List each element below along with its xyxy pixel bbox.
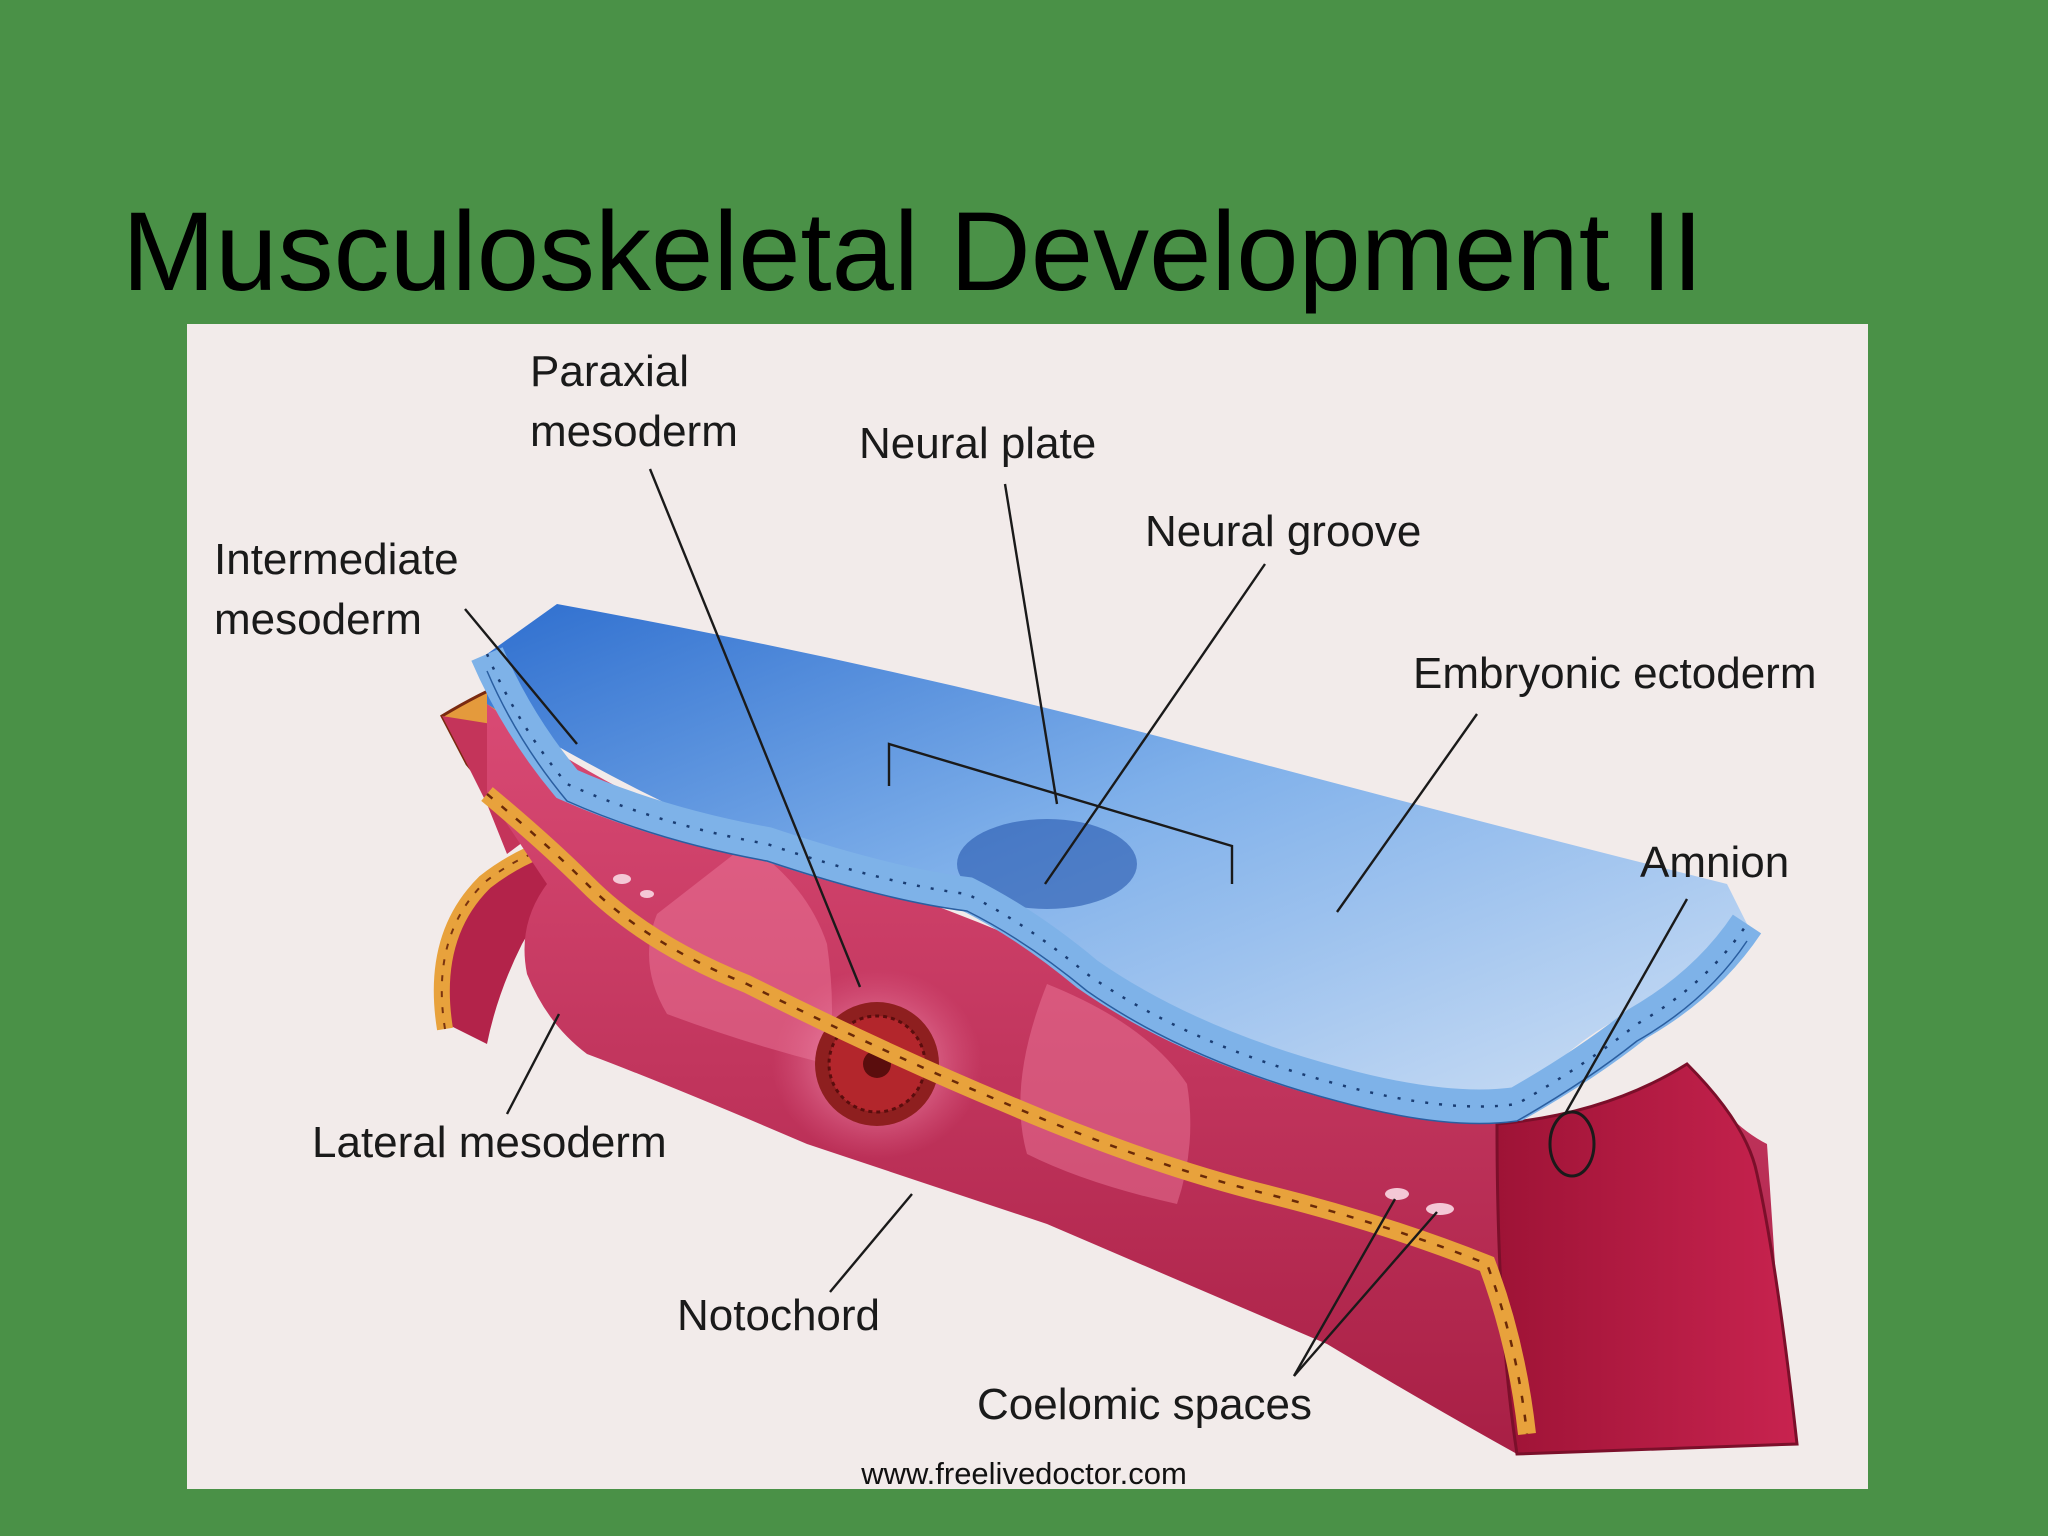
label-paraxial-mesoderm-line2: mesoderm	[530, 407, 738, 456]
label-paraxial-mesoderm-line1: Paraxial	[530, 347, 689, 396]
slide-title: Musculoskeletal Development II	[122, 189, 1704, 314]
embryo-cross-section-figure: Paraxial mesoderm Neural plate Neural gr…	[187, 324, 1868, 1489]
label-lateral-mesoderm: Lateral mesoderm	[312, 1118, 667, 1167]
label-amnion: Amnion	[1640, 838, 1789, 887]
neural-plate-bracket	[887, 742, 1234, 884]
label-neural-plate: Neural plate	[859, 419, 1096, 468]
neural-cell-row	[471, 647, 1762, 1124]
embryo-diagram-svg: Paraxial mesoderm Neural plate Neural gr…	[214, 347, 1816, 1456]
neural-groove-shade	[957, 819, 1137, 909]
label-coelomic-spaces: Coelomic spaces	[977, 1380, 1312, 1429]
label-embryonic-ectoderm: Embryonic ectoderm	[1413, 649, 1816, 698]
notochord	[772, 969, 982, 1159]
watermark-url: www.freelivedoctor.com	[861, 1456, 1187, 1491]
coelomic-spaces	[613, 874, 1454, 1215]
mesoderm-body	[487, 704, 1787, 1454]
right-end-block	[1495, 1062, 1799, 1456]
amnion-ring	[1548, 1110, 1596, 1178]
label-neural-groove: Neural groove	[1145, 507, 1421, 556]
label-intermediate-mesoderm-line2: mesoderm	[214, 595, 422, 644]
label-notochord: Notochord	[677, 1291, 880, 1340]
label-intermediate-mesoderm-line1: Intermediate	[214, 535, 459, 584]
leader-lines	[464, 468, 1689, 1377]
